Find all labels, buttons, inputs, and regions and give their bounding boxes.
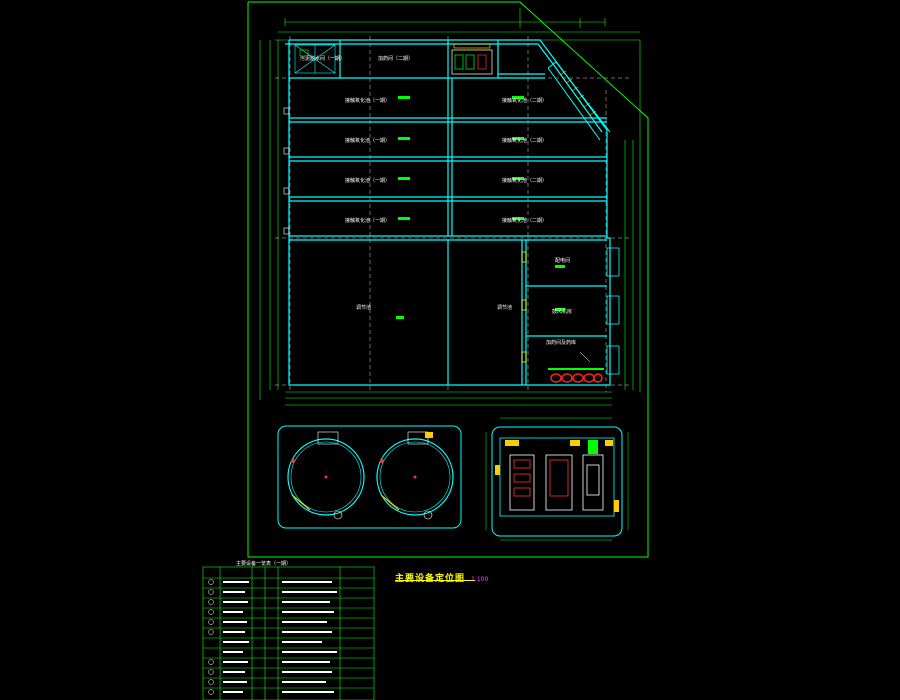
label-tank-4-2: 接触氧化池（二期） <box>502 217 547 224</box>
dimension-lines-top <box>275 8 640 41</box>
room-labels: 污泥脱水间（一期） 加药间（二期） 接触氧化池（一期） 接触氧化池（二期） 接触… <box>300 55 576 346</box>
chemical-dosing-equipment <box>451 43 493 75</box>
diagonal-wall <box>547 61 611 141</box>
pump-station-frame <box>491 426 623 537</box>
label-dosing-room: 加药间（二期） <box>378 55 413 62</box>
main-building <box>285 39 611 386</box>
sludge-press-equipment <box>294 44 336 74</box>
site-boundary <box>247 1 649 558</box>
dimension-lines-right <box>624 40 641 392</box>
circular-tank-1 <box>287 431 365 520</box>
left-wall-marks <box>283 107 290 235</box>
title-underline <box>395 580 475 581</box>
label-tank-1-1: 接触氧化池（一期） <box>345 97 390 104</box>
label-tank-2-1: 接触氧化池（一期） <box>345 137 390 144</box>
label-tank-3-2: 接触氧化池（二期） <box>502 177 547 184</box>
label-tank-2-2: 接触氧化池（二期） <box>502 137 547 144</box>
legend-table <box>202 566 375 700</box>
label-distribution-room: 配电间 <box>555 257 570 264</box>
pump-station-dimensions <box>485 417 629 541</box>
right-wall-openings <box>521 247 620 375</box>
legend-table-entries <box>208 579 337 695</box>
label-sludge-dewatering: 污泥脱水间（一期） <box>300 55 345 62</box>
label-tank-3-1: 接触氧化池（一期） <box>345 177 390 184</box>
label-blower-room: 鼓风机房 <box>552 308 572 315</box>
label-tank-1-2: 接触氧化池（二期） <box>502 97 547 104</box>
dimension-lines-bottom <box>285 391 612 406</box>
stairs-diagonal <box>559 70 597 116</box>
drawing-title-block: 主要设备定位图 1:100 <box>395 566 488 585</box>
label-big-pool-left: 调节池 <box>356 304 371 311</box>
blower-equipment <box>548 351 604 383</box>
circular-tank-2 <box>376 431 454 520</box>
dimension-lines-left <box>259 40 279 400</box>
equipment-tags <box>396 96 565 319</box>
legend-table-title: 主要设备一览表（一期） <box>236 561 292 567</box>
label-chemical-store: 加药间及药库 <box>546 339 576 346</box>
circular-tanks-frame <box>277 425 462 529</box>
pump-station-equipment <box>495 437 619 517</box>
drawing-scale: 1:100 <box>471 576 489 583</box>
label-big-pool-right: 调节池 <box>497 304 512 311</box>
drawing-title: 主要设备定位图 <box>395 574 466 584</box>
label-tank-4-1: 接触氧化池（一期） <box>345 217 390 224</box>
